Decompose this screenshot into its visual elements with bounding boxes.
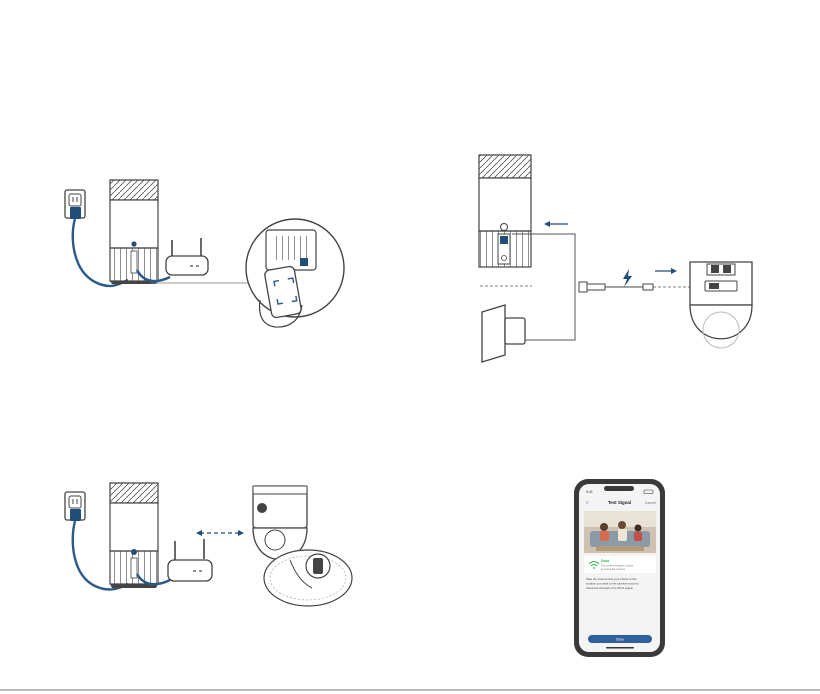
homebase-icon bbox=[479, 155, 531, 267]
done-button-label: Done bbox=[616, 638, 624, 642]
camera-icon bbox=[253, 486, 307, 560]
panel-top-right bbox=[479, 155, 752, 362]
panel-bottom-right: 9:41 < Test Signal Cancel Good The curre bbox=[574, 479, 665, 657]
arrow-icon bbox=[655, 268, 677, 274]
wall-outlet-icon bbox=[482, 305, 525, 362]
arrow-icon bbox=[544, 221, 568, 227]
homebase-icon bbox=[110, 180, 158, 284]
homebase-icon bbox=[110, 483, 158, 588]
signal-desc-line2: to mount the camera. bbox=[601, 567, 626, 571]
signal-label: Good bbox=[601, 559, 609, 563]
usb-cable-icon bbox=[579, 282, 653, 292]
router-icon bbox=[168, 539, 212, 581]
panel-bottom-left bbox=[65, 483, 352, 606]
status-time: 9:41 bbox=[586, 490, 593, 494]
arrow-icon bbox=[196, 530, 244, 536]
router-icon bbox=[166, 238, 208, 275]
instruction-line3: check the strength of its Wi-Fi signal. bbox=[586, 586, 633, 590]
power-adapter-icon bbox=[70, 207, 81, 219]
cancel-button[interactable]: Cancel bbox=[645, 501, 656, 505]
room-photo bbox=[584, 511, 656, 553]
charging-bolt-icon bbox=[623, 269, 632, 287]
done-button[interactable]: Done bbox=[588, 635, 652, 643]
panel-top-left bbox=[65, 180, 344, 327]
power-adapter-icon bbox=[70, 509, 81, 521]
screen-title: Test Signal bbox=[608, 500, 631, 505]
zoom-callout bbox=[246, 219, 344, 327]
instruction-line1: Take the camera and your phone to the bbox=[586, 577, 637, 581]
zoom-callout bbox=[264, 550, 352, 606]
instruction-line2: location you want to the camera mount to bbox=[586, 582, 639, 586]
home-indicator bbox=[606, 647, 634, 649]
camera-icon bbox=[690, 262, 752, 348]
signal-desc-line1: The current location is good bbox=[601, 564, 634, 568]
